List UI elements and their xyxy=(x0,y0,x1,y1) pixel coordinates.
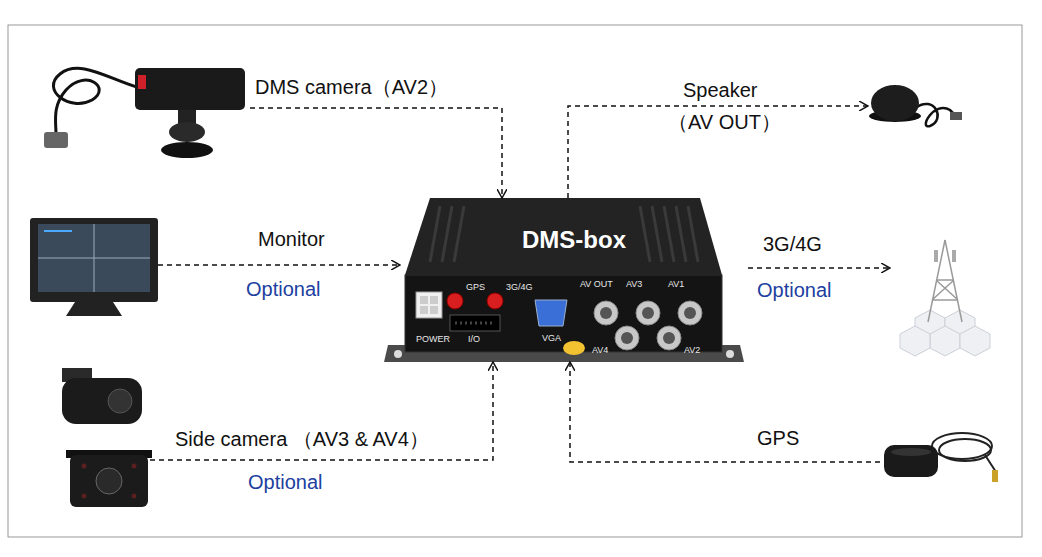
monitor-screen xyxy=(38,224,150,292)
power-pin xyxy=(420,306,428,314)
camera-lens xyxy=(108,389,132,413)
power-pin xyxy=(430,306,438,314)
cable-connector xyxy=(44,132,68,148)
gps-antenna xyxy=(884,445,938,477)
port-label: AV3 xyxy=(626,280,642,290)
speaker-device: Speaker（AV OUT） xyxy=(868,78,965,135)
gps-cable xyxy=(985,455,996,472)
speaker-cable xyxy=(915,104,956,126)
dashed-connector xyxy=(570,362,880,462)
box-vents xyxy=(430,206,464,262)
mount-ball xyxy=(169,122,205,142)
power-pin xyxy=(420,296,428,304)
optional-note: Optional xyxy=(757,279,832,302)
port-label: POWER xyxy=(416,335,450,345)
cell-hexagon xyxy=(960,326,990,356)
mount-base xyxy=(161,142,213,158)
aviation-connector xyxy=(594,301,618,325)
device-label: DMS camera（AV2） xyxy=(255,76,448,99)
side-camera-body xyxy=(70,455,148,507)
connector-core xyxy=(684,307,696,319)
dashed-connector xyxy=(748,267,890,269)
device-label: Speaker xyxy=(683,79,758,102)
box-front xyxy=(405,275,722,352)
screw-hole xyxy=(394,350,402,358)
connector-core xyxy=(600,307,612,319)
aviation-connector xyxy=(615,326,639,350)
gps-highlight xyxy=(891,448,931,456)
antenna-connector xyxy=(447,293,463,309)
cell-hexagon xyxy=(930,326,960,356)
tower-lattice xyxy=(928,240,962,322)
camera-body xyxy=(135,68,245,110)
box-title: DMS-box xyxy=(400,226,748,254)
monitor-device: MonitorOptional xyxy=(30,215,158,318)
antenna-connector xyxy=(487,293,503,309)
port-label: VGA xyxy=(542,334,561,344)
port-label: AV OUT xyxy=(580,280,613,290)
camera-device: DMS camera（AV2） xyxy=(40,45,250,160)
power-pin xyxy=(430,296,438,304)
camera-cable xyxy=(53,68,140,134)
dashed-connector xyxy=(250,108,502,198)
camera-clip xyxy=(138,75,146,89)
port-label: I/O xyxy=(468,335,480,345)
ir-led xyxy=(132,464,137,469)
dashed-connector xyxy=(568,106,868,198)
cable-connector xyxy=(950,112,962,120)
optional-note: Optional xyxy=(248,471,323,494)
optional-note: Optional xyxy=(246,278,321,301)
io-connector xyxy=(450,315,500,331)
gps-device: GPS xyxy=(880,425,1000,495)
aviation-connector xyxy=(657,326,681,350)
monitor-frame xyxy=(30,218,158,302)
ir-led xyxy=(132,494,137,499)
aviation-connector xyxy=(636,301,660,325)
side-camera-body xyxy=(62,378,142,424)
device-label: Monitor xyxy=(258,228,325,251)
screen-text xyxy=(44,230,72,232)
connector-core xyxy=(642,307,654,319)
aviation-connector xyxy=(678,301,702,325)
speaker-dome xyxy=(871,85,919,121)
connector-core xyxy=(663,332,675,344)
device-label: Side camera （AV3 & AV4） xyxy=(175,428,429,451)
monitor-stand xyxy=(66,302,122,316)
box-vents xyxy=(640,206,698,262)
device-label: GPS xyxy=(757,427,799,450)
port-label: AV2 xyxy=(684,346,700,356)
screw-hole xyxy=(726,350,734,358)
device-label: 3G/4G xyxy=(763,233,822,256)
ir-led xyxy=(82,464,87,469)
port-label: AV4 xyxy=(592,346,608,356)
dms-box: DMS-box xyxy=(400,198,748,362)
cell-hexagon xyxy=(900,326,930,356)
screen-split xyxy=(38,258,150,259)
gps-connector xyxy=(992,470,998,482)
io-pins xyxy=(455,322,495,325)
device-label: （AV OUT） xyxy=(668,111,781,134)
port-label: AV1 xyxy=(668,280,684,290)
port-label: 3G/4G xyxy=(506,283,533,293)
network-device: 3G/4GOptional xyxy=(890,235,1000,352)
power-connector xyxy=(416,292,442,318)
port-label: GPS xyxy=(466,283,485,293)
camera-lens xyxy=(96,468,122,494)
dashed-connector xyxy=(158,264,400,266)
vga-port xyxy=(535,300,567,326)
ir-led xyxy=(82,494,87,499)
antenna-panel xyxy=(952,250,956,262)
connector-core xyxy=(621,332,633,344)
antenna-panel xyxy=(934,250,938,262)
gps-cable xyxy=(939,439,991,461)
camera-device: Side camera （AV3 & AV4）Optional xyxy=(55,360,150,515)
frame xyxy=(8,25,1022,537)
qc-sticker xyxy=(563,341,585,355)
dashed-connector xyxy=(150,362,493,460)
